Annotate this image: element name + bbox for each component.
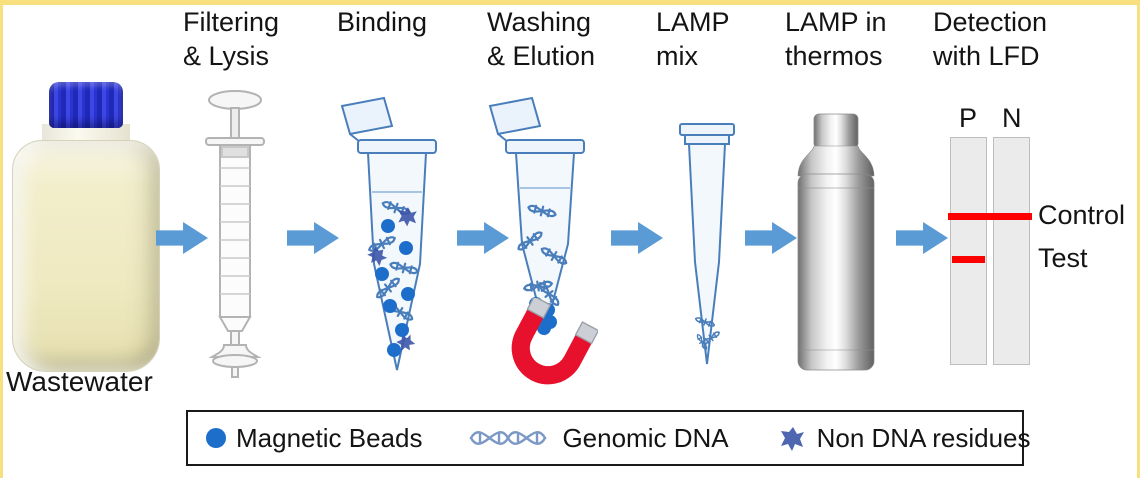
step-label-lamp-thermos: LAMP in thermos	[785, 7, 887, 71]
lfd-control-text: Control	[1038, 200, 1126, 230]
genomic-dna-icon	[470, 431, 547, 445]
bottle-body	[12, 140, 160, 372]
step-label-lamp-mix: LAMP mix	[656, 7, 730, 71]
wastewater-label: Wastewater	[6, 366, 153, 397]
flow-arrow-4	[611, 222, 663, 254]
syringe-icon	[205, 90, 265, 378]
magnet-icon	[511, 298, 598, 385]
binding-tube-icon	[340, 96, 437, 371]
legend-label-magnetic-beads: Magnetic Beads	[236, 422, 423, 453]
lfd-negative-label: N	[1002, 103, 1022, 133]
wastewater-bottle-photo	[12, 82, 160, 372]
flow-arrow-2	[287, 222, 339, 254]
bottle-cap	[49, 82, 123, 128]
flow-arrow-6	[896, 222, 948, 254]
magnetic-bead-icon	[206, 428, 226, 448]
lamp-mix-tube-icon	[679, 123, 735, 365]
legend-label-genomic-dna: Genomic DNA	[562, 422, 729, 453]
legend-box: Magnetic Beads Genomic DNA Non DNA resid…	[186, 410, 1031, 466]
slide-frame-left	[0, 0, 3, 478]
thermos-icon	[797, 113, 875, 371]
step-label-binding: Binding	[337, 7, 428, 37]
lfd-test-line	[952, 256, 985, 263]
lfd-strip-negative	[993, 137, 1030, 365]
legend-label-non-dna-residues: Non DNA residues	[816, 422, 1031, 453]
lfd-strip-positive	[950, 137, 987, 365]
step-label-filtering-lysis: Filtering & Lysis	[183, 7, 280, 71]
slide-frame-top	[0, 0, 1140, 5]
washing-tube-icon	[488, 96, 585, 336]
non-dna-residues-icon	[780, 427, 804, 451]
slide-frame-right	[1137, 0, 1140, 478]
step-label-detection-lfd: Detection with LFD	[933, 7, 1048, 71]
lfd-test-text: Test	[1038, 243, 1088, 273]
step-label-washing-elution: Washing & Elution	[487, 7, 596, 71]
lfd-positive-label: P	[959, 103, 978, 133]
lfd-control-line	[948, 213, 1032, 220]
